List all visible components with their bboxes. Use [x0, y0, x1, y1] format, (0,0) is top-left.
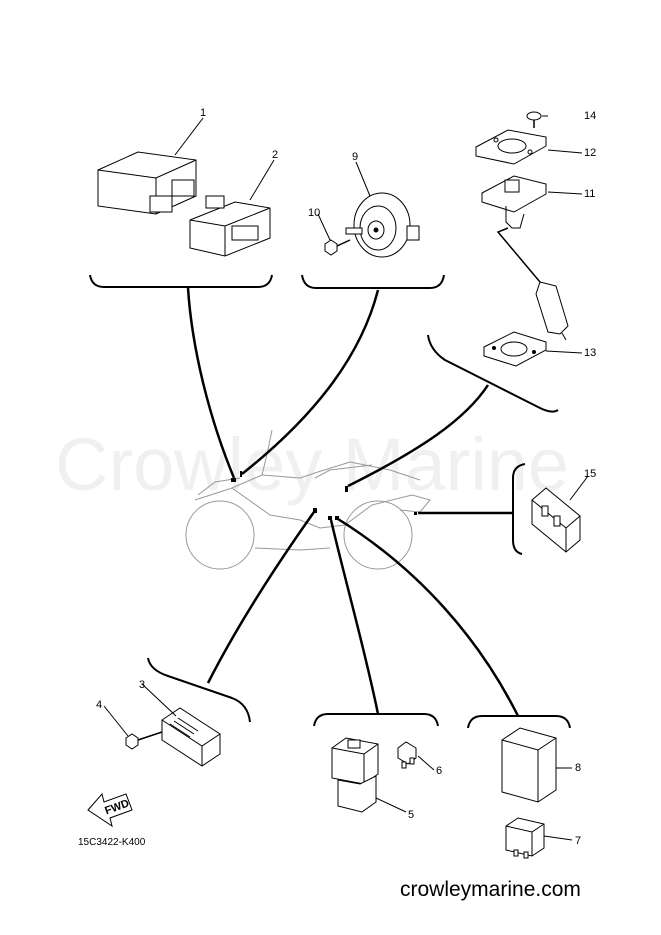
fwd-arrow-icon: FWD	[87, 792, 133, 828]
callout-6: 6	[436, 765, 442, 777]
callout-7: 7	[575, 835, 581, 847]
part-11-fuel-sender-unit[interactable]	[481, 175, 569, 341]
callout-8: 8	[575, 762, 581, 774]
part-7-relay[interactable]	[505, 817, 545, 859]
callout-9: 9	[352, 151, 358, 163]
part-1-ecu-unit[interactable]	[97, 151, 197, 215]
part-12-gasket-plate[interactable]	[475, 129, 547, 165]
watermark: Crowley Marine	[55, 423, 569, 506]
part-5-starter-relay[interactable]	[331, 737, 379, 813]
callout-1: 1	[200, 107, 206, 119]
part-15-bracket-unit[interactable]	[531, 487, 581, 553]
callout-2: 2	[272, 149, 278, 161]
callout-numbers: 1 2 3 4 5 6 7 8 9 10 11 12 13 14 15	[96, 107, 596, 847]
part-3-flasher-relay[interactable]	[161, 707, 221, 767]
callout-4: 4	[96, 699, 102, 711]
site-url[interactable]: crowleymarine.com	[400, 878, 581, 901]
part-2-bracket[interactable]	[189, 195, 271, 257]
callout-14: 14	[584, 110, 596, 122]
part-14-screw[interactable]	[526, 111, 542, 128]
callout-3: 3	[139, 679, 145, 691]
callout-13: 13	[584, 347, 596, 359]
callout-12: 12	[584, 147, 596, 159]
part-10-bolt[interactable]	[324, 239, 351, 256]
motorcycle-outline	[185, 429, 431, 570]
drawing-code: 15C3422-K400	[78, 837, 146, 848]
part-13-sender-gasket[interactable]	[483, 331, 547, 367]
callout-10: 10	[308, 207, 320, 219]
part-8-relay[interactable]	[501, 727, 557, 803]
connector-markers	[231, 471, 417, 520]
part-9-horn[interactable]	[345, 192, 420, 258]
callout-15: 15	[584, 468, 596, 480]
part-6-fuse[interactable]	[397, 741, 417, 769]
part-4-screw[interactable]	[125, 731, 163, 750]
callout-5: 5	[408, 809, 414, 821]
callout-lines	[103, 115, 589, 841]
group-brackets	[89, 274, 571, 729]
callout-11: 11	[584, 188, 595, 200]
leader-lines	[186, 287, 520, 717]
